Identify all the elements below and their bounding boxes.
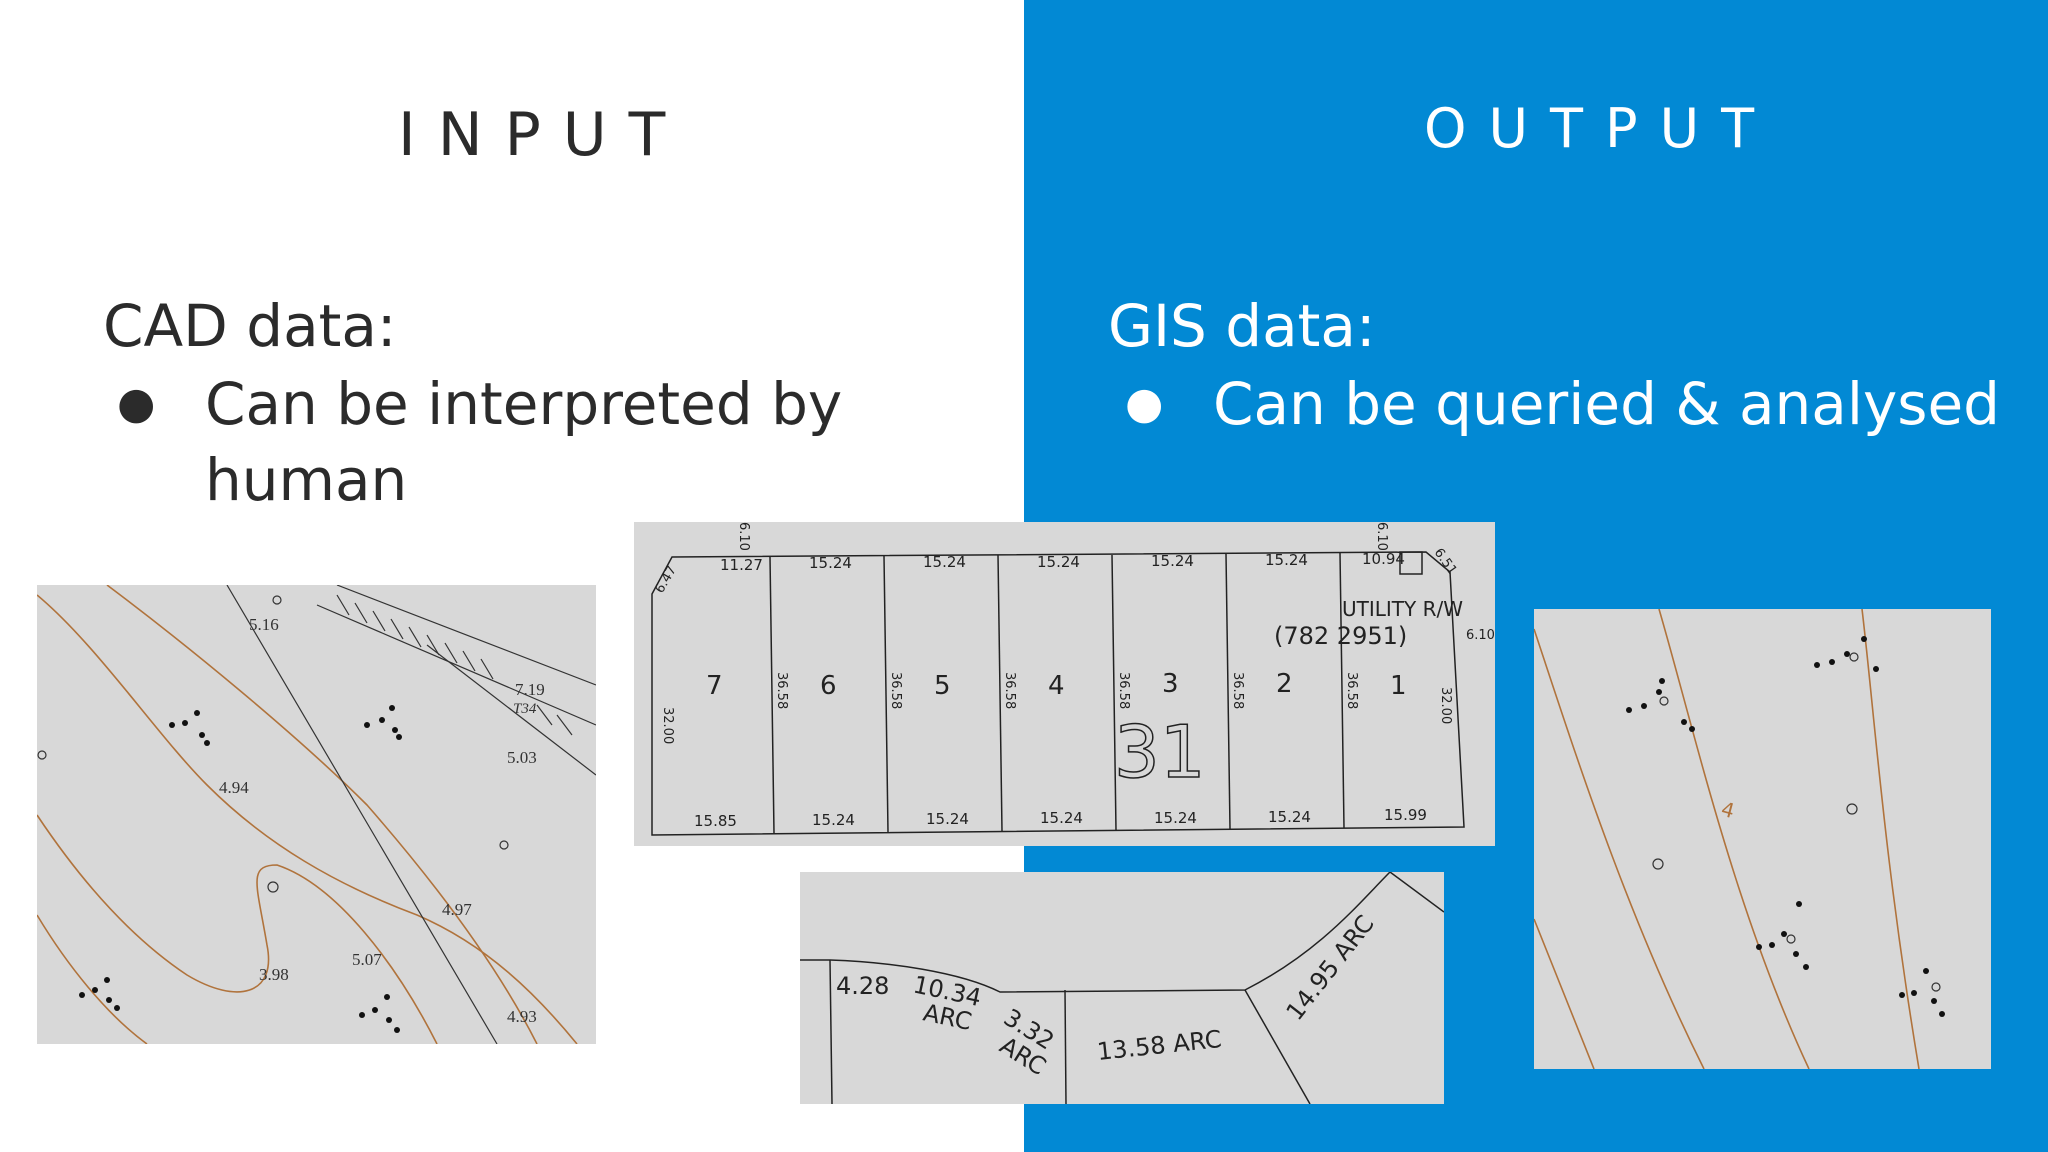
topo-label: 7.19 bbox=[515, 680, 545, 699]
lot-number: 6 bbox=[820, 671, 837, 701]
input-heading: INPUT bbox=[398, 100, 688, 170]
lot-number: 3 bbox=[1162, 669, 1179, 699]
topo-label: 4.97 bbox=[442, 900, 472, 919]
cad-bullet-text: Can be interpreted by human bbox=[205, 370, 843, 514]
side-dimension: 36.58 bbox=[1116, 672, 1131, 709]
side-dimension: 32.00 bbox=[660, 707, 675, 744]
top-dimension: 10.94 bbox=[1362, 550, 1405, 568]
gis-data-title: GIS data: bbox=[1108, 292, 1376, 360]
side-dimension: 36.58 bbox=[1230, 672, 1245, 709]
cad-topo-map-image: 5.16 7.19 T34 5.03 4.94 4.97 3.98 5.07 4… bbox=[37, 585, 596, 1044]
block-number: 31 bbox=[1114, 710, 1206, 794]
gis-bullet-text: Can be queried & analysed bbox=[1213, 370, 2000, 438]
top-dimension: 15.24 bbox=[923, 553, 966, 571]
bottom-dimension: 15.99 bbox=[1384, 806, 1427, 824]
arc-label: 13.58 ARC bbox=[1096, 1025, 1223, 1066]
corner-dimension: 6.10 bbox=[1466, 628, 1495, 643]
top-dimension: 15.24 bbox=[1151, 552, 1194, 570]
topo-label: 5.16 bbox=[249, 615, 279, 634]
cad-lot-plan-drawing: 7 6 5 4 3 2 1 31 11.27 15.24 15.24 15.24… bbox=[651, 522, 1495, 836]
corner-dimension: 6.47 bbox=[652, 563, 679, 596]
arc-label: 14.95 ARC bbox=[1281, 910, 1380, 1026]
topo-label: 4.94 bbox=[219, 778, 249, 797]
top-dimension: 15.24 bbox=[1037, 553, 1080, 571]
gis-map-drawing: 4 bbox=[1534, 609, 1945, 1069]
side-dimension: 36.58 bbox=[888, 672, 903, 709]
top-dimension: 11.27 bbox=[720, 556, 763, 574]
topo-label: T34 bbox=[513, 701, 537, 717]
bottom-dimension: 15.85 bbox=[694, 812, 737, 830]
lot-number: 4 bbox=[1048, 671, 1065, 701]
bottom-dimension: 15.24 bbox=[1268, 808, 1311, 826]
corner-dimension: 6.10 bbox=[736, 522, 751, 551]
bottom-dimension: 15.24 bbox=[926, 810, 969, 828]
corner-dimension: 6.10 bbox=[1374, 522, 1389, 551]
bullet-dot: ● bbox=[117, 378, 156, 429]
side-dimension: 36.58 bbox=[1002, 672, 1017, 709]
topo-label: 5.03 bbox=[507, 748, 537, 767]
top-dimension: 15.24 bbox=[1265, 551, 1308, 569]
side-dimension: 32.00 bbox=[1438, 687, 1453, 724]
lot-number: 5 bbox=[934, 671, 951, 701]
lot-number: 1 bbox=[1390, 671, 1407, 701]
cad-arc-detail-drawing: 4.28 10.34 ARC 3.32 ARC 13.58 ARC 14.95 … bbox=[800, 872, 1444, 1104]
utility-ref: (782 2951) bbox=[1274, 622, 1407, 650]
gis-feature-label: 4 bbox=[1719, 797, 1738, 823]
bottom-dimension: 15.24 bbox=[1040, 809, 1083, 827]
cad-data-title: CAD data: bbox=[103, 292, 397, 360]
bottom-dimension: 15.24 bbox=[1154, 809, 1197, 827]
topo-label: 3.98 bbox=[259, 965, 289, 984]
side-dimension: 36.58 bbox=[1344, 672, 1359, 709]
cad-arc-detail-image: 4.28 10.34 ARC 3.32 ARC 13.58 ARC 14.95 … bbox=[800, 872, 1444, 1104]
lot-number: 2 bbox=[1276, 669, 1293, 699]
topo-label: 5.07 bbox=[352, 950, 382, 969]
topo-label: 4.93 bbox=[507, 1007, 537, 1026]
gis-map-image: 4 bbox=[1534, 609, 1991, 1069]
corner-dimension: 6.51 bbox=[1431, 546, 1460, 578]
utility-label: UTILITY R/W bbox=[1342, 597, 1463, 621]
cad-topo-map-drawing: 5.16 7.19 T34 5.03 4.94 4.97 3.98 5.07 4… bbox=[37, 585, 596, 1044]
lot-number: 7 bbox=[706, 671, 723, 701]
side-dimension: 36.58 bbox=[774, 672, 789, 709]
bullet-dot: ● bbox=[1125, 378, 1164, 429]
cad-lot-plan-image: 7 6 5 4 3 2 1 31 11.27 15.24 15.24 15.24… bbox=[634, 522, 1495, 846]
top-dimension: 15.24 bbox=[809, 554, 852, 572]
output-heading: OUTPUT bbox=[1424, 97, 1777, 160]
arc-label: 4.28 bbox=[836, 972, 889, 1000]
bottom-dimension: 15.24 bbox=[812, 811, 855, 829]
